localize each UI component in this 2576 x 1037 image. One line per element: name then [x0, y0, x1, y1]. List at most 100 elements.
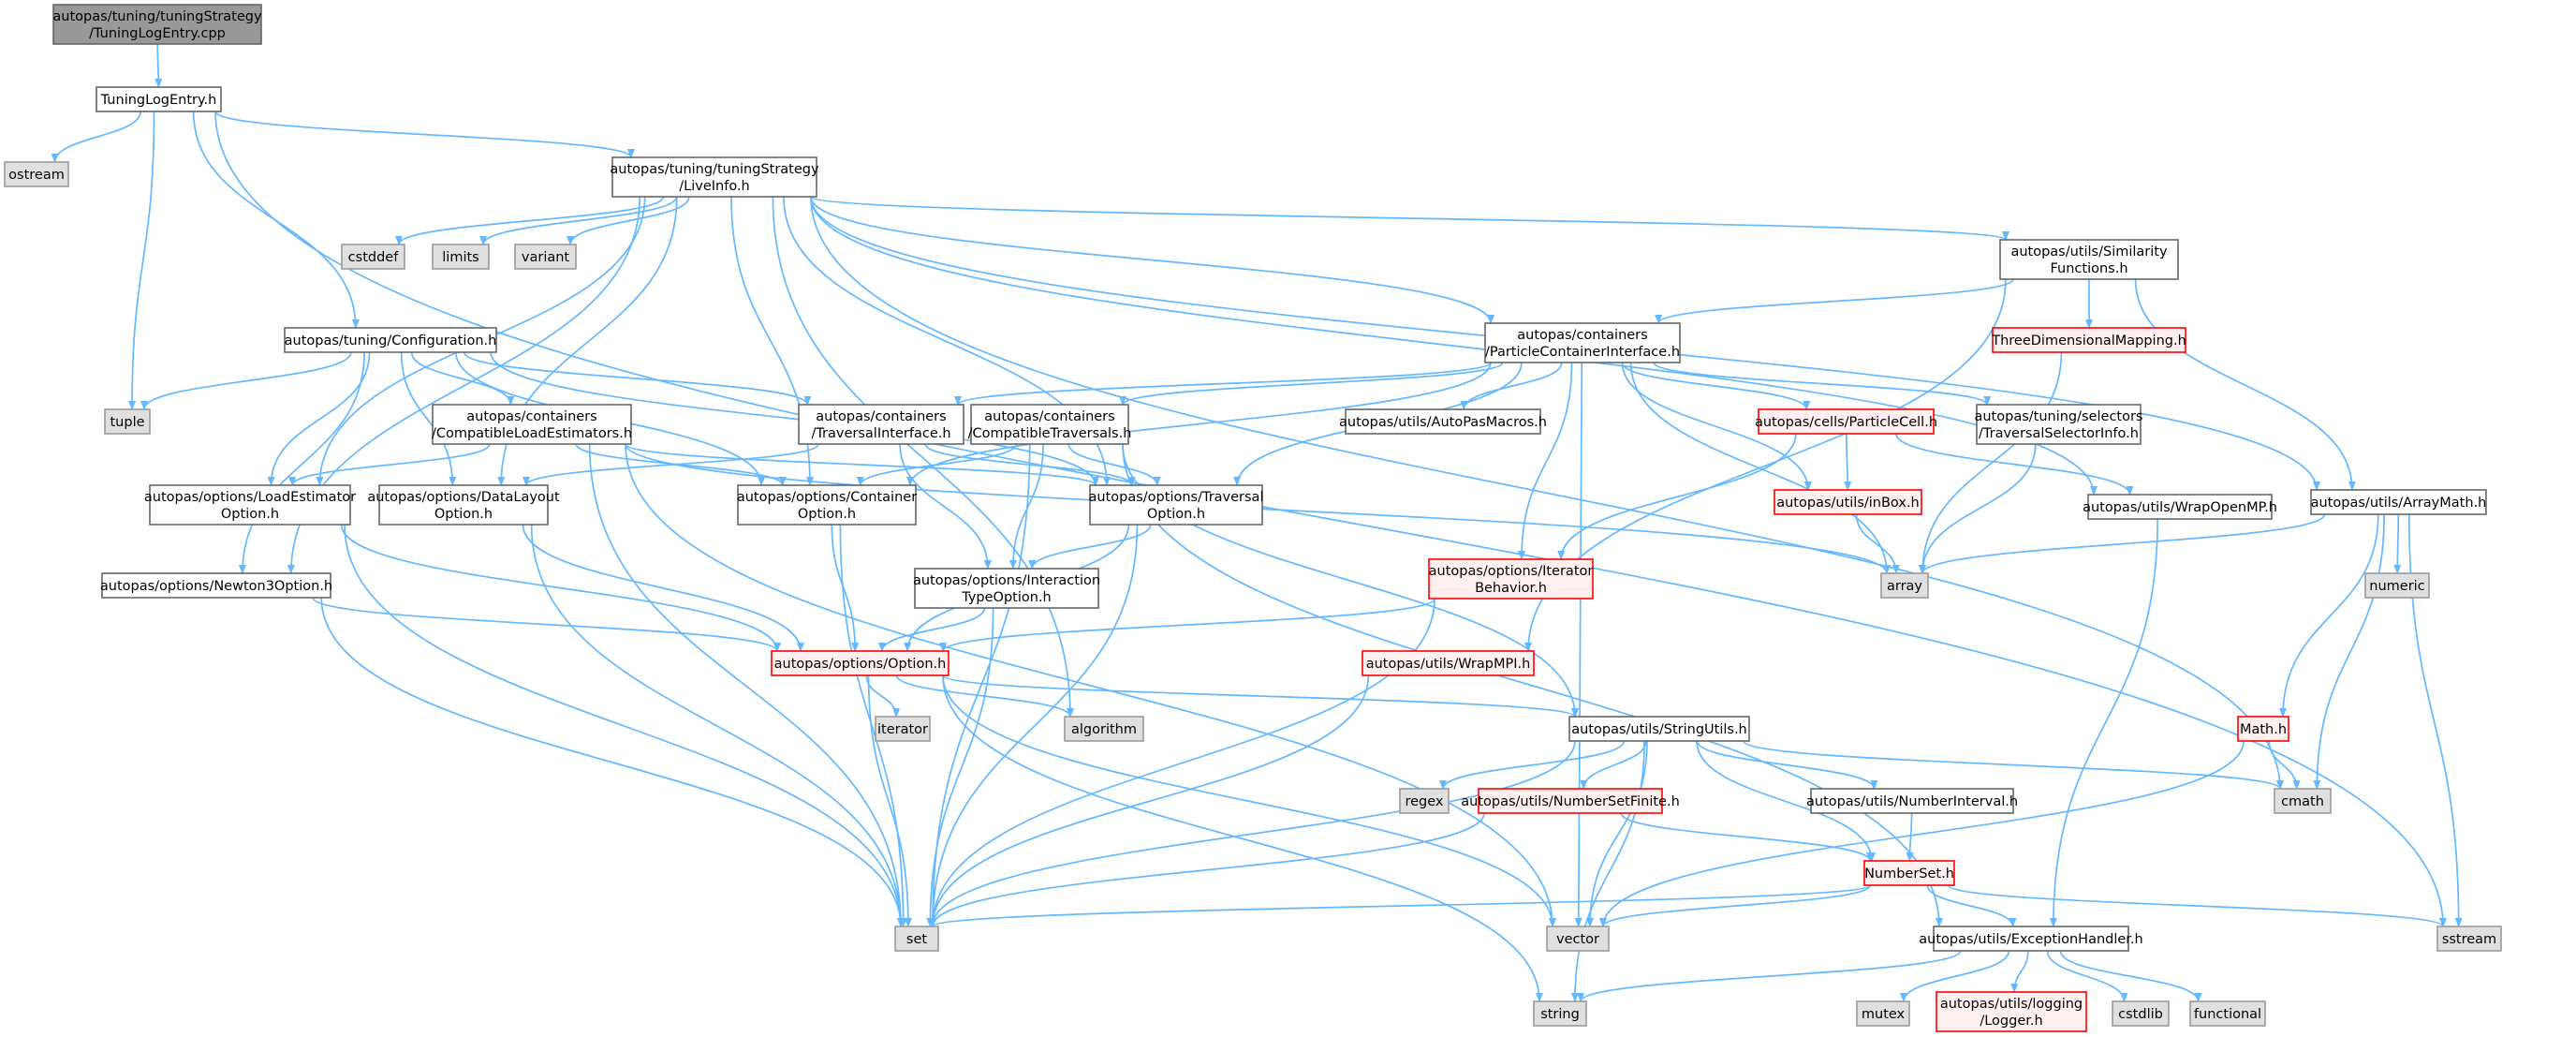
edge-ns-to-eh [1926, 884, 2017, 927]
node-box [1568, 716, 1750, 742]
edge-iterb-to-option [939, 598, 1435, 652]
node-numeric: numeric [2364, 572, 2430, 599]
node-womp[interactable]: autopas/utils/WrapOpenMP.h [2083, 494, 2277, 520]
edge-math-to-cmath [2268, 740, 2301, 790]
node-label: autopas/options/DataLayout [367, 490, 560, 505]
node-label: TuningLogEntry.h [100, 93, 217, 108]
node-macros[interactable]: autopas/utils/AutoPasMacros.h [1339, 408, 1547, 435]
node-label: cstddef [348, 250, 400, 265]
edge-pci-to-pcell [1621, 362, 1811, 410]
node-layer: autopas/tuning/tuningStrategy/TuningLogE… [4, 4, 2502, 1032]
edge-pci-to-co [906, 362, 1492, 486]
node-label: /TraversalInterface.h [811, 426, 950, 441]
edge-amath-to-cmath [2313, 513, 2385, 790]
edge-config-to-tuple [140, 351, 352, 410]
edge-strutils-to-set [929, 740, 1576, 927]
node-amath[interactable]: autopas/utils/ArrayMath.h [2310, 489, 2487, 515]
node-label: ostream [8, 168, 65, 183]
node-ns[interactable]: NumberSet.h [1863, 860, 1955, 886]
edge-liveinfo-to-pci [810, 196, 1494, 324]
edge-strutils-to-ni [1696, 740, 1878, 790]
node-pci[interactable]: autopas/containers/ParticleContainerInte… [1484, 322, 1681, 363]
node-nsf[interactable]: autopas/utils/NumberSetFinite.h [1461, 788, 1680, 814]
node-math[interactable]: Math.h [2237, 716, 2289, 742]
node-root[interactable]: autopas/tuning/tuningStrategy/TuningLogE… [52, 4, 262, 45]
node-box [1399, 788, 1450, 814]
node-label: autopas/utils/ExceptionHandler.h [1919, 932, 2142, 947]
node-tsi[interactable]: autopas/tuning/selectors/TraversalSelect… [1974, 404, 2143, 445]
node-label: Option.h [221, 507, 279, 522]
node-box [104, 408, 151, 435]
edge-strutils-to-vector [1586, 740, 1648, 927]
node-box [1546, 926, 1610, 952]
edge-womp-to-eh [2049, 518, 2158, 927]
edge-config-to-leo [267, 351, 371, 486]
node-ostream: ostream [4, 161, 69, 187]
node-label: vector [1556, 932, 1599, 947]
node-eh[interactable]: autopas/utils/ExceptionHandler.h [1919, 926, 2143, 952]
edge-tle-to-ostream [51, 111, 141, 163]
edge-config-to-cle [410, 351, 515, 406]
edge-strutils-to-ns [1696, 740, 1876, 862]
node-pcell[interactable]: autopas/cells/ParticleCell.h [1755, 408, 1937, 435]
node-strutils[interactable]: autopas/utils/StringUtils.h [1568, 716, 1750, 742]
node-box [101, 572, 331, 599]
edge-tle-to-sstream [214, 111, 2447, 927]
node-inbox[interactable]: autopas/utils/inBox.h [1774, 489, 1922, 515]
edge-pci-to-inbox [1621, 362, 1812, 491]
node-liveinfo[interactable]: autopas/tuning/tuningStrategy/LiveInfo.h [610, 156, 819, 198]
node-box [2274, 788, 2332, 814]
node-label: autopas/options/Interaction [913, 573, 1100, 588]
node-tdm[interactable]: ThreeDimensionalMapping.h [1991, 327, 2186, 353]
edge-strutils-to-nsf [1580, 740, 1647, 790]
node-ni[interactable]: autopas/utils/NumberInterval.h [1806, 788, 2018, 814]
node-travif[interactable]: autopas/containers/TraversalInterface.h [798, 404, 964, 445]
node-config[interactable]: autopas/tuning/Configuration.h [284, 327, 497, 353]
node-n3o[interactable]: autopas/options/Newton3Option.h [100, 572, 332, 599]
node-logger[interactable]: autopas/utils/logging/Logger.h [1936, 991, 2087, 1032]
node-label: iterator [877, 722, 928, 737]
edge-option-to-string [942, 674, 1543, 1002]
edge-strutils-to-string [1570, 740, 1645, 1002]
node-comptrav[interactable]: autopas/containers/CompatibleTraversals.… [968, 404, 1132, 445]
node-box [1533, 1000, 1587, 1027]
node-iterator: iterator [875, 716, 931, 742]
node-label: autopas/utils/WrapMPI.h [1366, 657, 1531, 672]
node-label: variant [522, 250, 570, 265]
edge-tle-to-liveinfo [214, 111, 635, 158]
node-box [341, 244, 405, 270]
node-label: autopas/tuning/Configuration.h [285, 333, 497, 348]
node-option[interactable]: autopas/options/Option.h [771, 650, 949, 676]
node-box [432, 244, 490, 270]
node-box [1810, 788, 2014, 814]
node-label: NumberSet.h [1864, 867, 1954, 881]
edge-travif-to-to [924, 443, 1136, 486]
node-label: autopas/cells/ParticleCell.h [1755, 415, 1937, 430]
edge-simfunc-to-amath [2134, 278, 2356, 491]
node-tle[interactable]: TuningLogEntry.h [96, 86, 222, 112]
node-label: Behavior.h [1475, 581, 1547, 596]
node-label: autopas/utils/WrapOpenMP.h [2083, 500, 2277, 515]
node-sstream: sstream [2436, 926, 2502, 952]
node-label: autopas/containers [1517, 328, 1647, 343]
node-label: autopas/containers [816, 409, 946, 424]
edge-comptrav-to-to [1067, 443, 1161, 486]
edge-pci-to-travif [954, 362, 1492, 406]
node-functional: functional [2189, 1000, 2266, 1027]
edge-liveinfo-to-cstddef [395, 196, 665, 245]
edge-to-to-set [929, 524, 1139, 927]
edge-pci-to-comptrav [1119, 362, 1504, 406]
edge-pcell-to-iterb [1557, 433, 1797, 560]
node-wmpi[interactable]: autopas/utils/WrapMPI.h [1362, 650, 1535, 676]
edge-amath-to-math [2279, 513, 2379, 718]
node-cmath: cmath [2274, 788, 2332, 814]
node-cle[interactable]: autopas/containers/CompatibleLoadEstimat… [432, 404, 632, 445]
node-box [1976, 404, 2142, 445]
